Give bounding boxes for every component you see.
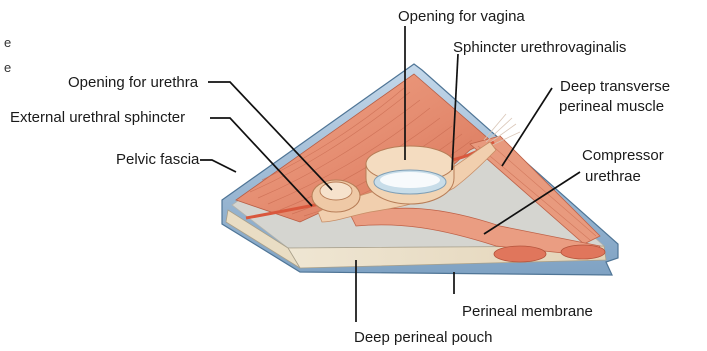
muscle-cut-end-2: [561, 245, 605, 259]
label-deep-transverse-1: Deep transverse: [560, 78, 670, 95]
label-opening-vagina: Opening for vagina: [398, 8, 525, 25]
fragment-text-2: e: [4, 60, 11, 75]
label-deep-perineal-pouch: Deep perineal pouch: [354, 329, 492, 346]
label-sphincter-urethrovaginalis: Sphincter urethrovaginalis: [453, 39, 626, 56]
label-pelvic-fascia: Pelvic fascia: [116, 151, 200, 168]
label-compressor-2: urethrae: [585, 168, 641, 185]
label-opening-urethra: Opening for urethra: [68, 74, 199, 91]
muscle-cut-end-1: [494, 246, 546, 262]
label-external-urethral-sphincter: External urethral sphincter: [10, 109, 185, 126]
label-perineal-membrane: Perineal membrane: [462, 303, 593, 320]
label-deep-transverse-2: perineal muscle: [559, 98, 664, 115]
urethral-opening: [320, 182, 352, 200]
label-compressor-1: Compressor: [582, 147, 664, 164]
fragment-text-1: e: [4, 35, 11, 50]
